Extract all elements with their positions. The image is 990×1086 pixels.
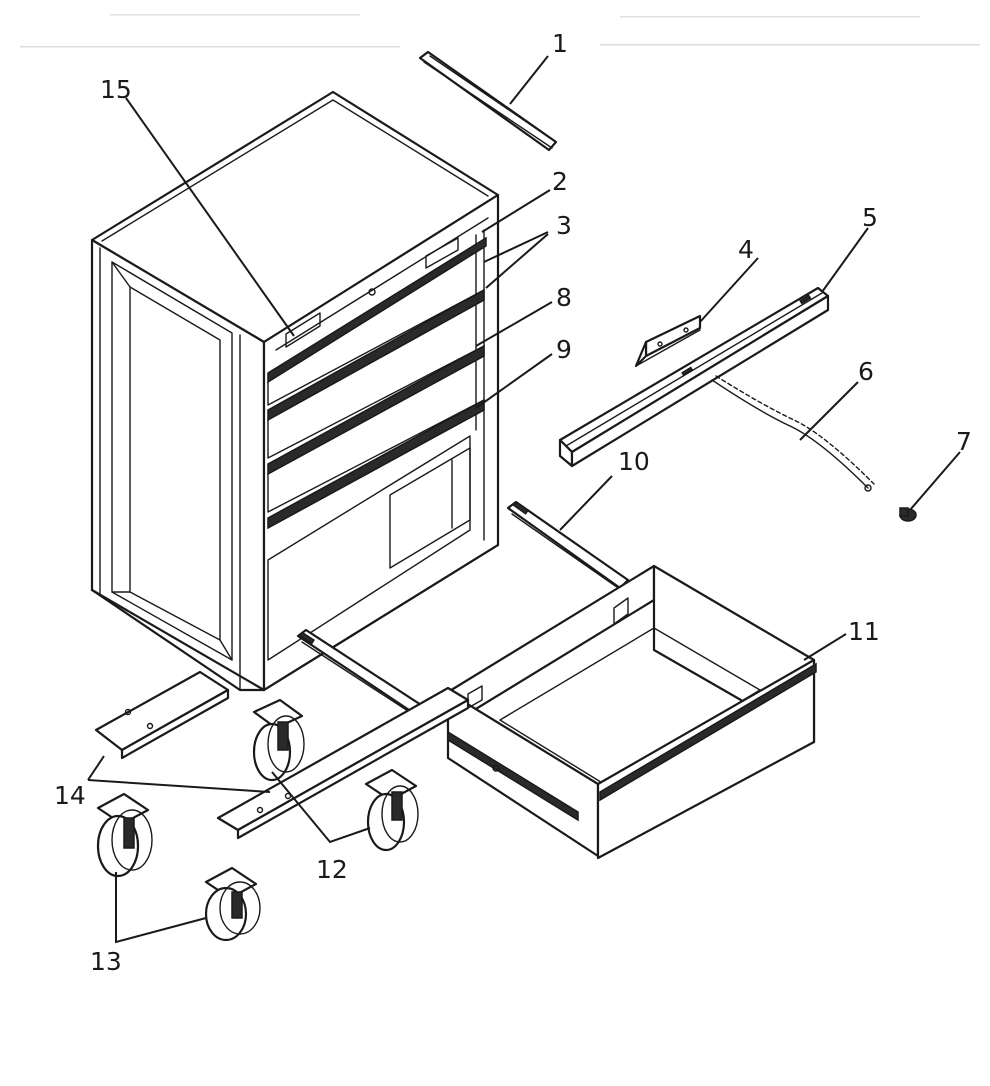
callout-15: 15 xyxy=(100,75,132,104)
cabinet-body xyxy=(90,90,500,692)
part-14-base-plates xyxy=(94,670,470,840)
callout-9: 9 xyxy=(556,335,572,364)
leader-10 xyxy=(559,475,613,531)
callout-2: 2 xyxy=(552,167,568,196)
part-12-swivel-caster-b xyxy=(364,768,419,852)
leader-14a xyxy=(87,755,105,781)
callout-6: 6 xyxy=(858,357,874,386)
part-13-rigid-caster-a xyxy=(96,792,153,878)
callout-11: 11 xyxy=(848,617,880,646)
part-6-rack-strip xyxy=(711,375,875,492)
part-12-swivel-caster-a xyxy=(252,698,305,782)
leader-13 xyxy=(115,872,207,944)
callout-3: 3 xyxy=(556,211,572,240)
leader-11 xyxy=(803,633,847,661)
part-13-rigid-caster-b xyxy=(204,866,261,942)
leader-12 xyxy=(271,771,371,844)
part-4-bracket xyxy=(634,314,702,368)
callout-13: 13 xyxy=(90,947,122,976)
callout-7: 7 xyxy=(956,427,972,456)
part-7-knob xyxy=(899,507,917,522)
leader-7 xyxy=(909,451,961,511)
callout-4: 4 xyxy=(738,235,754,264)
leader-5 xyxy=(821,227,869,293)
part-10-drawer-slide xyxy=(506,500,630,593)
leader-14b xyxy=(87,779,271,793)
leader-lines xyxy=(87,55,961,944)
leader-3b xyxy=(485,233,549,289)
callout-1: 1 xyxy=(552,29,568,58)
leader-8 xyxy=(475,301,553,347)
leader-1 xyxy=(509,55,549,105)
callout-labels: 1 2 3 4 5 6 7 8 9 10 11 12 13 14 15 xyxy=(54,29,972,976)
leader-15 xyxy=(125,97,295,337)
callout-8: 8 xyxy=(556,283,572,312)
leader-4 xyxy=(699,257,759,323)
leader-3a xyxy=(483,231,549,263)
leader-2 xyxy=(481,189,551,233)
part-1-top-rail xyxy=(418,50,558,152)
leader-9 xyxy=(475,353,553,409)
callout-10: 10 xyxy=(618,447,650,476)
callout-12: 12 xyxy=(316,855,348,884)
leader-6 xyxy=(799,381,859,441)
part-5-slide-rail xyxy=(558,286,830,468)
callout-14: 14 xyxy=(54,781,86,810)
part-11-drawer xyxy=(446,564,817,860)
callout-5: 5 xyxy=(862,203,878,232)
scan-noise xyxy=(20,14,980,48)
